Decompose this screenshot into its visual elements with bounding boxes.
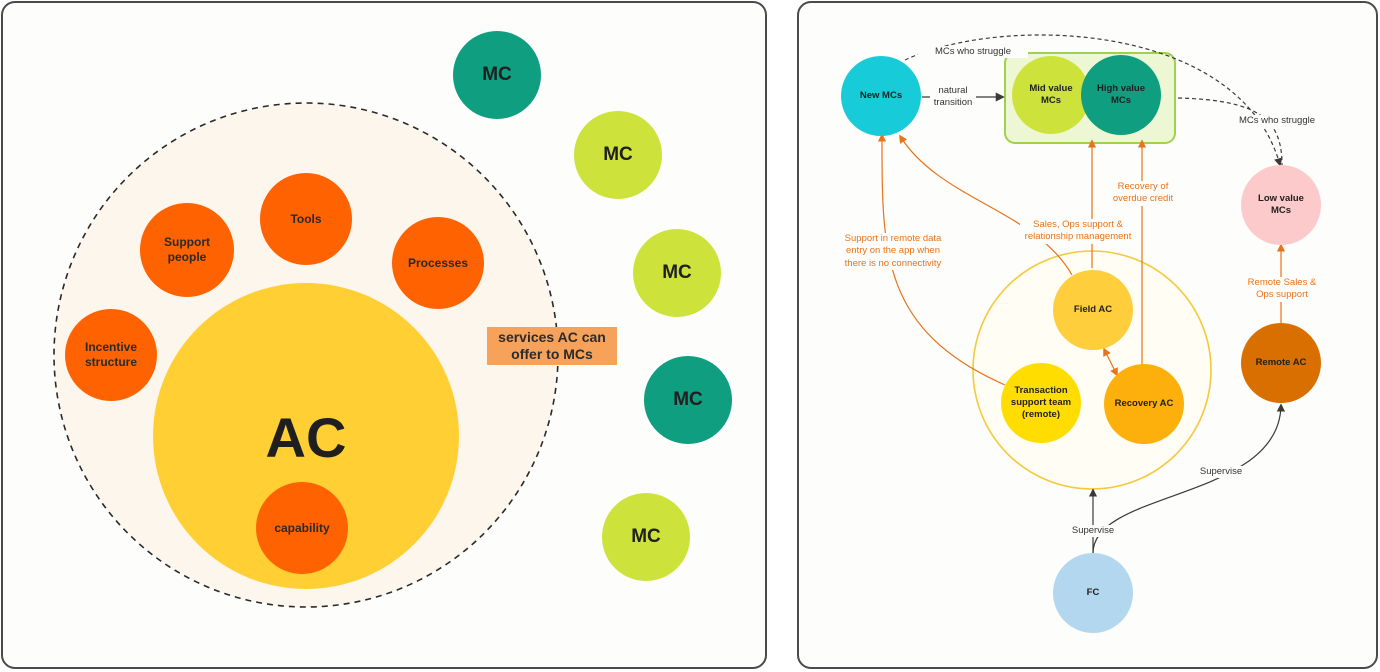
recovery-credit-label: Recovery of overdue credit [1110,181,1176,206]
field-ac-circle [1053,270,1133,350]
processes-label: Processes [407,255,469,270]
edge-field-to-new [899,134,1073,276]
recovery-ac-circle [1104,364,1184,444]
ac-label: AC [265,406,347,469]
supervise-remote-label: Supervise [1194,466,1248,479]
fc-label: FC [1086,587,1100,599]
mc-circle-5 [602,493,690,581]
incentive-label: Incentive structure [84,340,138,369]
incentive-circle [65,309,157,401]
mc-circle-3 [633,229,721,317]
tools-circle [260,173,352,265]
sales-ops-label: Sales, Ops support & relationship manage… [1020,219,1136,244]
remote-sales-label: Remote Sales & Ops support [1244,277,1320,302]
mc-label-5: MC [631,526,661,548]
mid-value-circle [1012,56,1090,134]
fc-circle [1053,553,1133,633]
capability-label: capability [274,520,330,535]
low-value-label: Low value MCs [1258,193,1304,216]
new-mcs-label: New MCs [859,90,903,102]
mid-value-label: Mid value MCs [1029,83,1073,106]
edge-field-recovery [1103,347,1118,377]
processes-circle [392,217,484,309]
remote-ac-label: Remote AC [1255,357,1307,369]
tools-label: Tools [290,211,322,226]
struggle-right-label: MCs who struggle [1222,115,1332,128]
recovery-ac-label: Recovery AC [1114,398,1174,410]
struggle-top-label: MCs who struggle [918,46,1028,59]
new-mcs-circle [841,56,921,136]
high-value-label: High value MCs [1096,83,1146,106]
mc-circle-1 [453,31,541,119]
mc-label-3: MC [662,262,692,284]
mc-label-1: MC [482,64,512,86]
low-value-circle [1241,165,1321,245]
supervise-team-label: Supervise [1066,525,1120,538]
field-ac-label: Field AC [1073,304,1113,316]
mc-label-2: MC [603,144,633,166]
mc-circle-2 [574,111,662,199]
high-value-circle [1081,55,1161,135]
mc-circle-4 [644,356,732,444]
support-people-circle [140,203,234,297]
natural-transition-label: natural transition [930,85,976,110]
mc-label-4: MC [673,389,703,411]
ac-circle [153,283,459,589]
edge-struggle-top [904,34,1283,167]
capability-circle [256,482,348,574]
services-callout: services AC can offer to MCs [487,327,617,365]
support-people-label: Support people [164,235,210,264]
support-remote-label: Support in remote data entry on the app … [838,233,948,271]
edge-transaction-to-new [877,133,1006,386]
transaction-circle [1001,363,1081,443]
transaction-label: Transaction support team (remote) [1010,385,1072,420]
remote-ac-circle [1241,323,1321,403]
